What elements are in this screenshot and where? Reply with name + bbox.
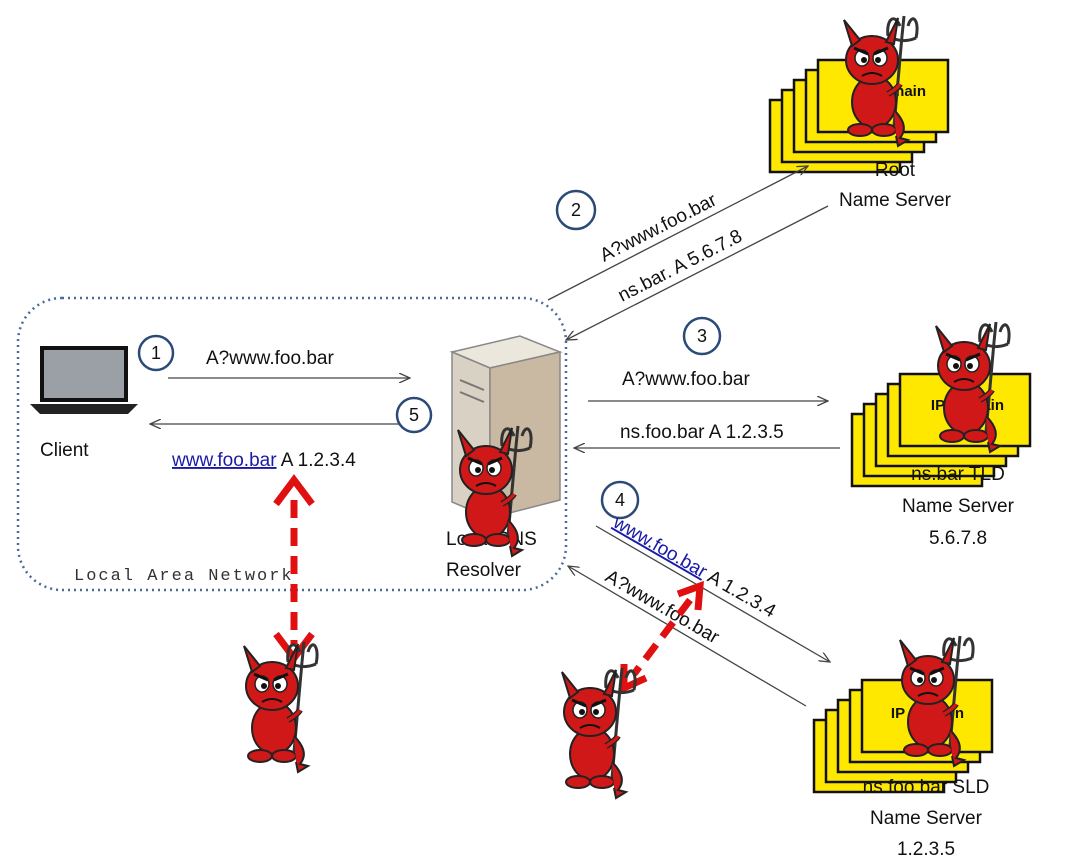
step-3-response: ns.foo.bar A 1.2.3.5 <box>620 422 784 443</box>
root-label-2: Name Server <box>839 190 952 211</box>
arrow-resolver-query-sld <box>568 566 806 706</box>
step-5-answer-rest: A 1.2.3.4 <box>277 450 357 471</box>
sld-label-2: Name Server <box>870 808 983 829</box>
tld-label-3: 5.6.7.8 <box>929 528 987 549</box>
server-tower-icon <box>452 336 560 518</box>
step-1-number: 1 <box>151 343 161 363</box>
step-4-number: 4 <box>615 490 625 510</box>
step-3-query: A?www.foo.bar <box>622 369 750 390</box>
sld-label-1: ns.foo.bar SLD <box>863 777 990 798</box>
tld-label-2: Name Server <box>902 496 1015 517</box>
sld-label-3: 1.2.3.5 <box>897 839 955 860</box>
sld-server-cards: IP Domain <box>814 680 992 792</box>
step-3-number: 3 <box>697 326 707 346</box>
lan-label: Local Area Network <box>74 567 294 586</box>
step-4-response: www.foo.bar A 1.2.3.4 <box>609 512 780 623</box>
step-5-answer-link[interactable]: www.foo.bar <box>171 450 277 471</box>
client-label: Client <box>40 440 89 461</box>
laptop-icon <box>30 348 138 414</box>
step-2-number: 2 <box>571 200 581 220</box>
step-5-answer: www.foo.bar A 1.2.3.4 <box>171 450 356 471</box>
devil-attacker-icon-lan <box>244 642 317 772</box>
arrow-resolver-to-root <box>548 166 808 300</box>
tld-label-1: ns.bar TLD <box>911 464 1005 485</box>
resolver-label: Resolver <box>446 560 522 581</box>
step-1-query: A?www.foo.bar <box>206 348 334 369</box>
root-label-1: Root <box>875 160 916 181</box>
step-5-number: 5 <box>409 405 419 425</box>
